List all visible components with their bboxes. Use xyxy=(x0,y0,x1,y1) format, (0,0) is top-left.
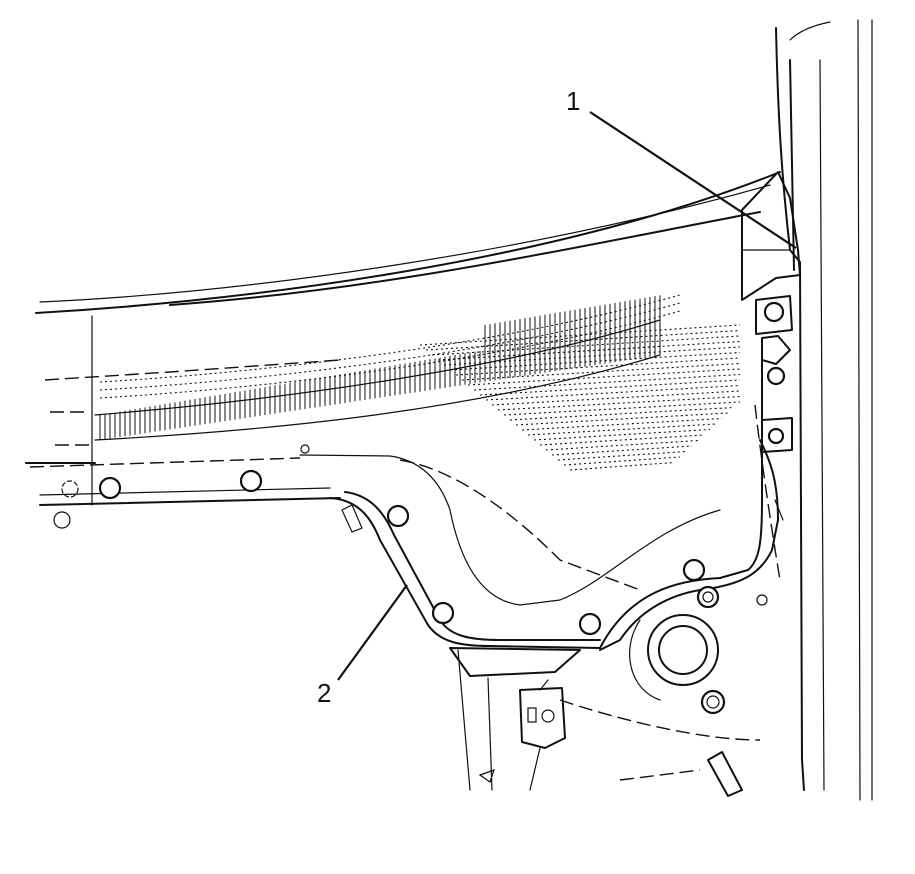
windshield-edge xyxy=(35,171,781,506)
callout-label-2: 2 xyxy=(317,678,331,708)
stipple-row xyxy=(503,401,741,416)
corner-bracket xyxy=(741,171,801,335)
stipple-row xyxy=(497,395,741,411)
callout-1: 1 xyxy=(566,86,797,249)
panel-hole-3 xyxy=(578,612,602,636)
clip xyxy=(341,504,363,533)
panel-outline xyxy=(299,349,779,651)
stipple-row xyxy=(461,362,741,381)
stipple-row xyxy=(509,406,735,421)
stipple-row xyxy=(467,368,741,386)
side-fasteners xyxy=(761,335,793,521)
rail-pin xyxy=(300,444,310,454)
grommet-outer xyxy=(647,614,719,686)
stipple-row xyxy=(479,379,741,396)
leader-line-2 xyxy=(337,584,408,681)
stipple-row xyxy=(563,456,681,466)
stipple-row xyxy=(551,445,693,456)
grommet-inner xyxy=(658,625,708,675)
panel-hole-2 xyxy=(431,601,455,625)
rail-hole-4 xyxy=(53,511,71,529)
callout-label-1: 1 xyxy=(566,86,580,116)
cowl-grille xyxy=(94,294,681,441)
rail-hole-2 xyxy=(239,469,263,493)
dashed-lines xyxy=(29,359,781,781)
stipple-row xyxy=(431,335,741,356)
panel-hole-1 xyxy=(386,504,410,528)
stipple-row xyxy=(533,428,711,441)
rail-hole-3 xyxy=(61,480,79,498)
stipple-row xyxy=(437,340,741,361)
stipple-row xyxy=(569,461,675,471)
stipple-row xyxy=(527,423,717,436)
stipple-row xyxy=(515,412,729,426)
rail-hole-1 xyxy=(98,476,122,500)
insulator-stipple xyxy=(419,324,741,471)
panel-hole-4 xyxy=(682,558,706,582)
lower-rail xyxy=(25,444,341,529)
body-pillar xyxy=(775,19,873,801)
stipple-row xyxy=(419,324,741,346)
stipple-row xyxy=(545,439,699,451)
leader-line-1 xyxy=(589,111,797,249)
firewall-lower xyxy=(449,585,768,797)
stipple-row xyxy=(539,434,705,446)
mount-hole xyxy=(763,301,785,323)
stipple-row xyxy=(491,390,741,406)
stipple-row xyxy=(521,417,723,431)
stipple-row xyxy=(557,450,687,461)
bracket-lower xyxy=(519,687,566,749)
callout-2: 2 xyxy=(317,584,408,708)
stipple-row xyxy=(449,351,741,371)
